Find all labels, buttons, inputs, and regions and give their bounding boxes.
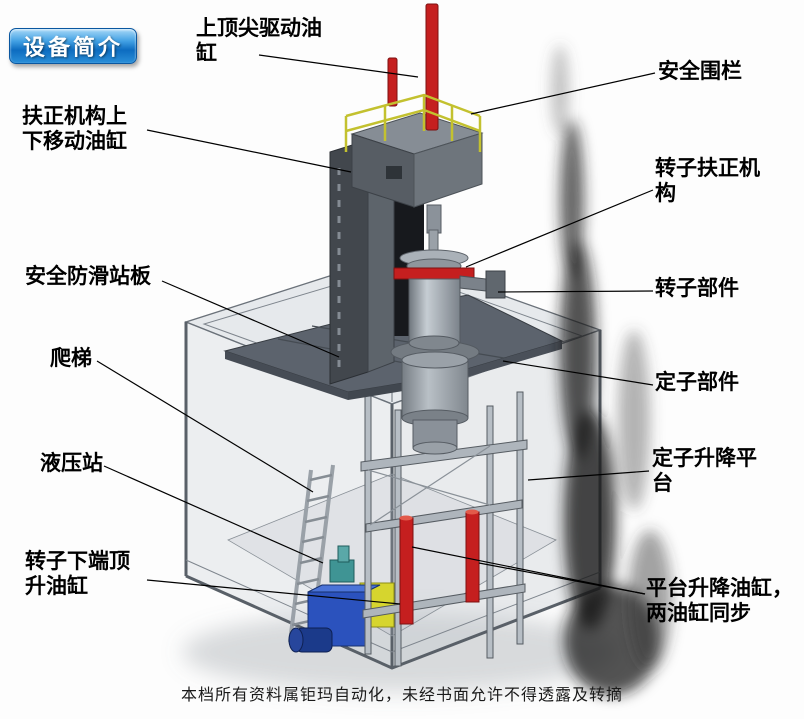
annotation-safety-fence: 安全围栏 — [658, 59, 742, 83]
annotation-rotor-jack-cylinder: 转子下端顶升油缸 — [25, 549, 130, 598]
annotation-rotor-centering: 转子扶正机构 — [655, 156, 760, 205]
stator-assembly — [390, 340, 480, 455]
annotation-hydraulic-station: 液压站 — [40, 451, 103, 475]
annotation-platform-cylinders: 平台升降油缸，两油缸同步 — [646, 576, 793, 625]
annotation-centering-cylinder: 扶正机构上下移动油缸 — [22, 104, 127, 153]
annotation-stator-part: 定子部件 — [655, 370, 739, 394]
title-badge: 设备简介 — [9, 28, 137, 64]
annotation-top-drive-cylinder: 上顶尖驱动油缸 — [196, 16, 322, 65]
copyright-footer: 本档所有资料属钜玛自动化，未经书面允许不得透露及转摘 — [180, 685, 623, 704]
annotation-stator-platform: 定子升降平台 — [652, 446, 757, 495]
rotor-assembly — [393, 229, 506, 351]
top-drive-cylinder — [387, 3, 439, 131]
annotation-antislip-platform: 安全防滑站板 — [25, 264, 151, 288]
annotation-ladder: 爬梯 — [50, 346, 92, 370]
title-badge-label: 设备简介 — [22, 36, 123, 61]
annotation-rotor-part: 转子部件 — [655, 276, 739, 300]
head-assembly — [350, 112, 484, 234]
